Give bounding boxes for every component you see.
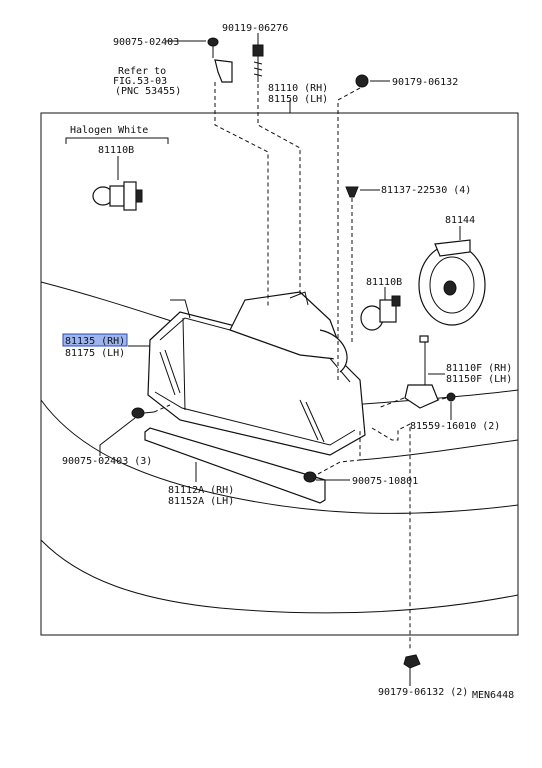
bolt-90119-06276[interactable] — [252, 44, 264, 82]
label-81150f-lh: 81150F (LH) — [446, 374, 512, 385]
highlight-81135 — [62, 333, 128, 347]
label-fig-code: MEN6448 — [472, 690, 514, 701]
label-81559-16010: 81559-16010 (2) — [410, 421, 500, 432]
bracket-fig53[interactable] — [214, 59, 233, 83]
body-outline-3 — [40, 539, 519, 614]
label-81144: 81144 — [445, 215, 475, 226]
adjuster-81110f[interactable] — [404, 335, 439, 409]
nut-90179-06132-2[interactable] — [403, 654, 421, 669]
dash-bolt — [257, 84, 301, 296]
screw-90075-02403-3[interactable] — [131, 407, 155, 419]
socket-cover-81144[interactable] — [418, 239, 486, 326]
dash-screw-10801 — [317, 430, 361, 475]
clip-81137-22530[interactable] — [345, 186, 359, 198]
assembly-frame — [40, 112, 519, 636]
label-refer-3: (PNC 53455) — [115, 86, 181, 97]
dash-screw-left — [153, 404, 171, 413]
label-90075-02403-3: 90075-02403 (3) — [62, 456, 152, 467]
label-81175-lh[interactable]: 81175 (LH) — [65, 348, 125, 359]
label-81110b-right: 81110B — [366, 277, 402, 288]
body-outline-4 — [359, 439, 519, 461]
headlamp-trim-strip[interactable] — [144, 427, 326, 504]
leader-12 — [99, 417, 136, 456]
label-81110f-rh: 81110F (RH) — [446, 363, 512, 374]
nut-90179-06132[interactable] — [355, 74, 369, 88]
label-halogen-white: Halogen White — [70, 125, 148, 136]
dash-screw-top — [214, 82, 269, 306]
label-81110-rh: 81110 (RH) — [268, 83, 328, 94]
screw-90075-10801[interactable] — [303, 471, 317, 483]
leader-halogen — [65, 137, 169, 144]
label-refer-1: Refer to — [118, 66, 166, 77]
label-81110b-left: 81110B — [98, 145, 134, 156]
dash-screw-81559 — [437, 397, 447, 401]
bulb-81110b-right[interactable] — [360, 295, 401, 331]
label-81150-lh: 81150 (LH) — [268, 94, 328, 105]
label-81112a-rh: 81112A (RH) — [168, 485, 234, 496]
body-outline-5 — [349, 389, 519, 406]
label-81135-rh[interactable]: 81135 (RH) — [65, 336, 125, 347]
label-90075-10801: 90075-10801 — [352, 476, 418, 487]
screw-81559-16010[interactable] — [446, 392, 456, 402]
label-81137-22530: 81137-22530 (4) — [381, 185, 471, 196]
label-90179-06132: 90179-06132 — [392, 77, 458, 88]
label-90075-02403-top: 90075-02403 — [113, 37, 179, 48]
headlamp-assembly[interactable] — [147, 291, 366, 456]
screw-90075-02403-top[interactable] — [207, 37, 219, 58]
label-81152a-lh: 81152A (LH) — [168, 496, 234, 507]
label-90179-06132-2: 90179-06132 (2) — [378, 687, 468, 698]
dash-nut-top — [337, 87, 361, 380]
body-outline-2 — [40, 399, 519, 514]
label-90119-06276: 90119-06276 — [222, 23, 288, 34]
label-refer-2: FIG.53-03 — [113, 76, 167, 87]
bulb-81110b-left[interactable] — [92, 181, 143, 211]
dash-adjuster — [377, 397, 405, 409]
